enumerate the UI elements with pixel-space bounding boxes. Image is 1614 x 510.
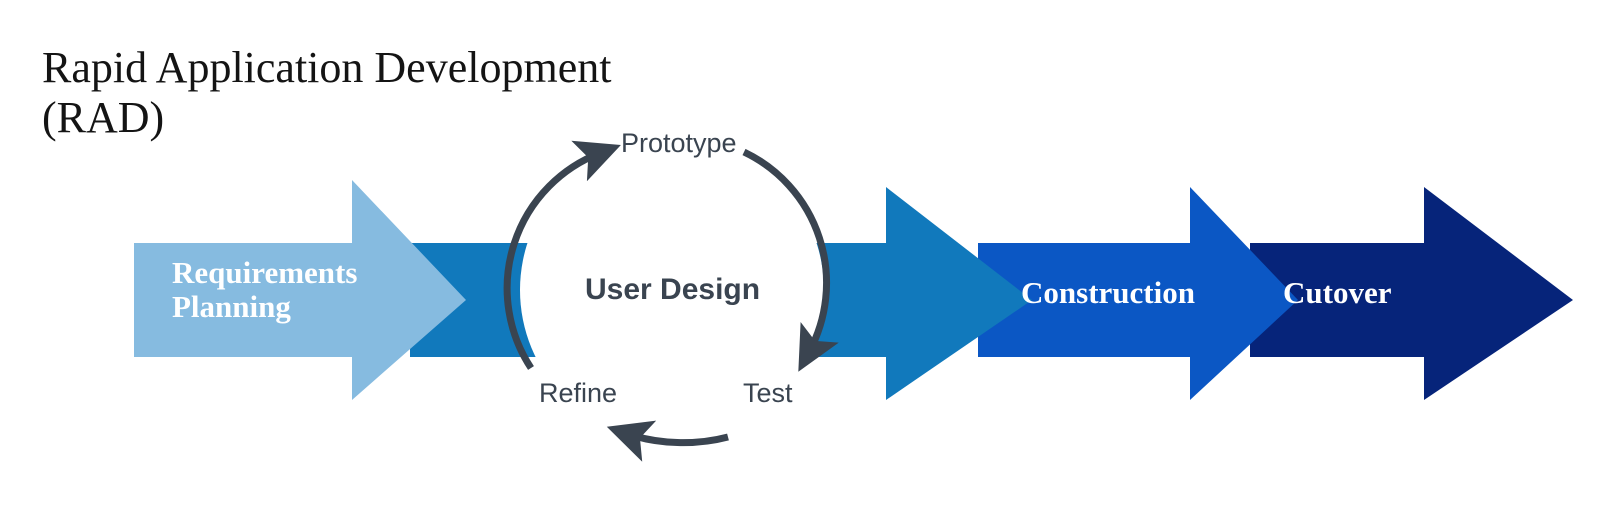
- stage-label-construction: Construction: [1021, 275, 1195, 310]
- cycle-arc-refine-to-prototype: [503, 140, 621, 370]
- stage-arrow-labels: Requirements Planning Construction Cutov…: [172, 255, 1392, 324]
- stage-arrow-cutover[interactable]: [1250, 187, 1573, 400]
- stage-arrow-construction[interactable]: [978, 187, 1298, 400]
- cycle-arc-prototype-to-test: [742, 148, 839, 372]
- page-title: Rapid Application Development (RAD): [42, 43, 611, 142]
- process-arrow-chain: [134, 180, 1573, 400]
- page-title-line-2: (RAD): [42, 93, 164, 142]
- stage-label-requirements-planning-line-1: Requirements: [172, 255, 357, 290]
- stage-arrow-user-design[interactable]: [410, 187, 1032, 400]
- stage-label-cutover: Cutover: [1283, 275, 1392, 310]
- stage-arrow-requirements-planning[interactable]: [134, 180, 466, 400]
- cycle-node-label-prototype: Prototype: [621, 128, 737, 158]
- cycle-arc-test-to-refine: [606, 420, 729, 462]
- cycle-node-label-test: Test: [743, 378, 793, 408]
- cycle-center-label-user-design: User Design: [585, 273, 760, 306]
- stage-arrow-construction-shape: [978, 187, 1298, 400]
- user-design-cycle: Prototype User Design Refine Test: [503, 128, 839, 462]
- stage-arrow-cutover-shape: [1250, 187, 1573, 400]
- stage-label-requirements-planning-line-2: Planning: [172, 289, 291, 324]
- page-title-line-1: Rapid Application Development: [42, 43, 611, 92]
- stage-arrow-requirements-planning-shape: [134, 180, 466, 400]
- cycle-node-label-refine: Refine: [539, 378, 617, 408]
- stage-arrow-user-design-shape: [410, 187, 1032, 400]
